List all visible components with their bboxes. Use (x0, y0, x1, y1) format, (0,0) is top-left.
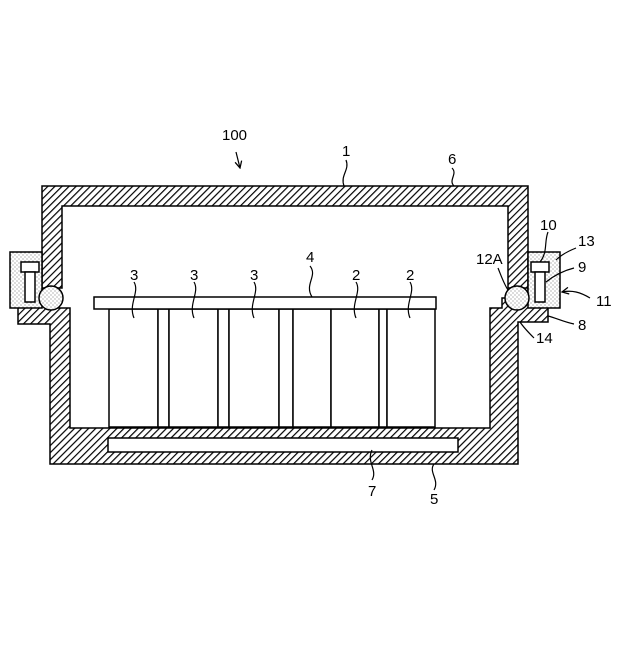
leader-14 (520, 322, 534, 338)
label-7: 7 (368, 483, 376, 500)
label-6: 6 (448, 151, 456, 168)
leader-8 (548, 316, 574, 324)
label-2a: 2 (352, 267, 360, 284)
lid-cover (42, 186, 528, 288)
label-10: 10 (540, 217, 557, 234)
right-fastener-head (531, 262, 549, 272)
leader-12a (498, 268, 508, 290)
cell (109, 309, 158, 427)
right-seal-ring (505, 286, 529, 310)
label-3b: 3 (190, 267, 198, 284)
leader-100 (236, 152, 240, 168)
busbar (94, 297, 436, 309)
left-fastener-head (21, 262, 39, 272)
cell-spacer (218, 309, 229, 427)
label-5: 5 (430, 491, 438, 508)
label-12a: 12A (476, 251, 503, 268)
cell (293, 309, 331, 427)
label-3a: 3 (130, 267, 138, 284)
cell-spacer (279, 309, 293, 427)
cell-spacer (158, 309, 169, 427)
leader-4 (309, 266, 312, 297)
label-9: 9 (578, 259, 586, 276)
cell-spacer (379, 309, 387, 427)
label-13: 13 (578, 233, 595, 250)
leader-6 (452, 168, 454, 186)
right-bolt (535, 272, 545, 302)
label-2b: 2 (406, 267, 414, 284)
left-bolt (25, 272, 35, 302)
cell (169, 309, 218, 427)
label-3c: 3 (250, 267, 258, 284)
cell-group (109, 309, 435, 427)
label-8: 8 (578, 317, 586, 334)
leader-11 (562, 291, 590, 298)
label-11: 11 (596, 293, 612, 310)
leader-1 (343, 160, 347, 186)
leader-5 (432, 464, 435, 490)
label-14: 14 (536, 330, 553, 347)
cell (387, 309, 435, 427)
label-4: 4 (306, 249, 314, 266)
cell (229, 309, 279, 427)
left-seal-ring (39, 286, 63, 310)
label-100: 100 (222, 127, 247, 144)
cell (331, 309, 379, 427)
bottom-plate (108, 438, 458, 452)
label-1: 1 (342, 143, 350, 160)
